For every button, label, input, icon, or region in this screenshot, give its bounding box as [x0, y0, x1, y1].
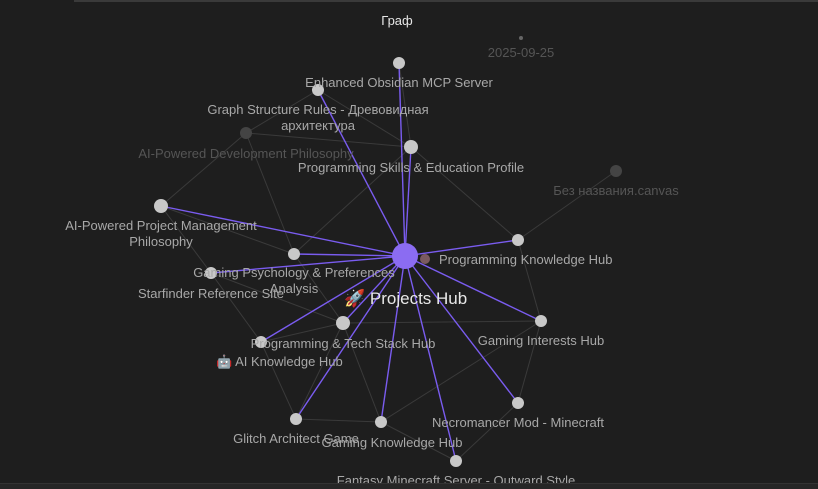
graph-edge-hub-ai-kh: [260, 255, 406, 343]
graph-edge-starfinder-tech: [210, 272, 344, 324]
graph-label-tech[interactable]: Programming & Tech Stack Hub: [251, 336, 436, 351]
graph-node-skills[interactable]: [404, 140, 418, 154]
graph-label-mcp[interactable]: Enhanced Obsidian MCP Server: [305, 75, 493, 90]
graph-edge-hub-pkh: [404, 239, 519, 257]
graph-edge-gaming-int-gkh: [380, 320, 542, 423]
graph-label-ai-kh[interactable]: 🤖 AI Knowledge Hub: [216, 354, 343, 369]
graph-edge-hub-gkh: [380, 255, 406, 423]
graph-edge-ai-dev-gaming-psy: [245, 132, 295, 255]
graph-edge-ai-dev-skills: [245, 132, 412, 148]
top-border: [74, 0, 818, 2]
graph-edge-hub-gaming-int: [404, 255, 542, 322]
graph-node-rules[interactable]: [312, 84, 324, 96]
graph-edge-ai-kh-glitch: [260, 341, 297, 420]
graph-label-ai-pm[interactable]: AI-Powered Project Management: [65, 218, 257, 233]
graph-label-skills[interactable]: Programming Skills & Education Profile: [298, 160, 524, 175]
graph-label-necro[interactable]: Necromancer Mod - Minecraft: [432, 415, 604, 430]
graph-node-necro[interactable]: [512, 397, 524, 409]
graph-edge-skills-pkh: [410, 146, 519, 241]
graph-label-gaming-int[interactable]: Gaming Interests Hub: [478, 333, 604, 348]
graph-label-gaming-psy-line2[interactable]: Analysis: [270, 281, 319, 296]
graph-label-glitch[interactable]: Glitch Architect Game: [233, 431, 359, 446]
graph-label-canvas[interactable]: Без названия.canvas: [553, 183, 679, 198]
graph-edge-starfinder-ai-kh: [210, 272, 262, 343]
graph-edge-pkh-gaming-int: [517, 239, 542, 322]
graph-node-fantasy[interactable]: [450, 455, 462, 467]
graph-edge-hub-gaming-psy: [293, 253, 406, 257]
graph-edge-hub-skills: [404, 146, 412, 257]
graph-edge-tech-ai-kh: [260, 322, 344, 343]
graph-label-rules-line2[interactable]: архитектура: [281, 118, 356, 133]
graph-edge-tech-glitch: [295, 322, 344, 420]
graph-edge-hub-ai-pm: [160, 205, 406, 257]
graph-node-ai-kh[interactable]: [255, 336, 267, 348]
graph-edge-hub-necro: [404, 255, 519, 404]
graph-label-pkh[interactable]: Programming Knowledge Hub: [439, 252, 612, 267]
graph-edge-hub-glitch: [295, 255, 406, 420]
graph-label-ai-dev[interactable]: AI-Powered Development Philosophy: [138, 146, 354, 161]
graph-edge-ai-pm-gaming-psy: [160, 205, 295, 255]
graph-node-ai-dev[interactable]: [240, 127, 252, 139]
graph-edge-mcp-skills: [398, 62, 412, 148]
graph-node-tiny[interactable]: [519, 36, 523, 40]
graph-edge-ai-dev-rules: [245, 89, 319, 134]
graph-node-canvas[interactable]: [610, 165, 622, 177]
graph-edge-gkh-fantasy: [380, 421, 457, 462]
graph-node-small[interactable]: [420, 254, 430, 264]
graph-edge-skills-gaming-psy: [293, 146, 412, 255]
graph-label-date[interactable]: 2025-09-25: [488, 45, 555, 60]
graph-label-rules[interactable]: Graph Structure Rules - Древовидная: [207, 102, 428, 117]
graph-edge-gaming-int-necro: [517, 320, 542, 404]
graph-edge-gkh-glitch: [295, 418, 382, 423]
graph-edge-canvas-pkh: [517, 170, 617, 241]
graph-node-projects-hub[interactable]: [392, 243, 418, 269]
graph-edge-ai-dev-ai-pm: [160, 132, 247, 207]
graph-node-mcp[interactable]: [393, 57, 405, 69]
graph-label-ai-pm-line2[interactable]: Philosophy: [129, 234, 193, 249]
graph-edge-rules-skills: [317, 89, 412, 148]
graph-edge-hub-mcp: [398, 62, 406, 257]
graph-label-gaming-psy[interactable]: Gaming Psychology & Preferences: [193, 265, 395, 280]
graph-edge-hub-rules: [317, 89, 406, 257]
graph-view-title: Граф: [381, 13, 413, 28]
graph-edge-hub-tech: [342, 255, 406, 324]
graph-node-gkh[interactable]: [375, 416, 387, 428]
graph-node-gaming-int[interactable]: [535, 315, 547, 327]
graph-node-gaming-psy[interactable]: [288, 248, 300, 260]
graph-node-glitch[interactable]: [290, 413, 302, 425]
graph-edge-hub-starfinder: [210, 255, 406, 274]
graph-node-ai-pm[interactable]: [154, 199, 168, 213]
graph-label-projects-hub[interactable]: 🚀 Projects Hub: [344, 288, 467, 308]
graph-node-pkh[interactable]: [512, 234, 524, 246]
graph-node-starfinder[interactable]: [205, 267, 217, 279]
graph-edge-tech-gaming-int: [342, 320, 542, 324]
graph-edge-hub-fantasy: [404, 255, 457, 462]
graph-label-starfinder[interactable]: Starfinder Reference Site: [138, 286, 284, 301]
graph-label-gkh[interactable]: Gaming Knowledge Hub: [322, 435, 463, 450]
bottom-border: [0, 483, 818, 489]
graph-edge-ai-pm-starfinder: [160, 205, 212, 274]
graph-node-tech[interactable]: [336, 316, 350, 330]
graph-edge-necro-fantasy: [455, 402, 519, 462]
